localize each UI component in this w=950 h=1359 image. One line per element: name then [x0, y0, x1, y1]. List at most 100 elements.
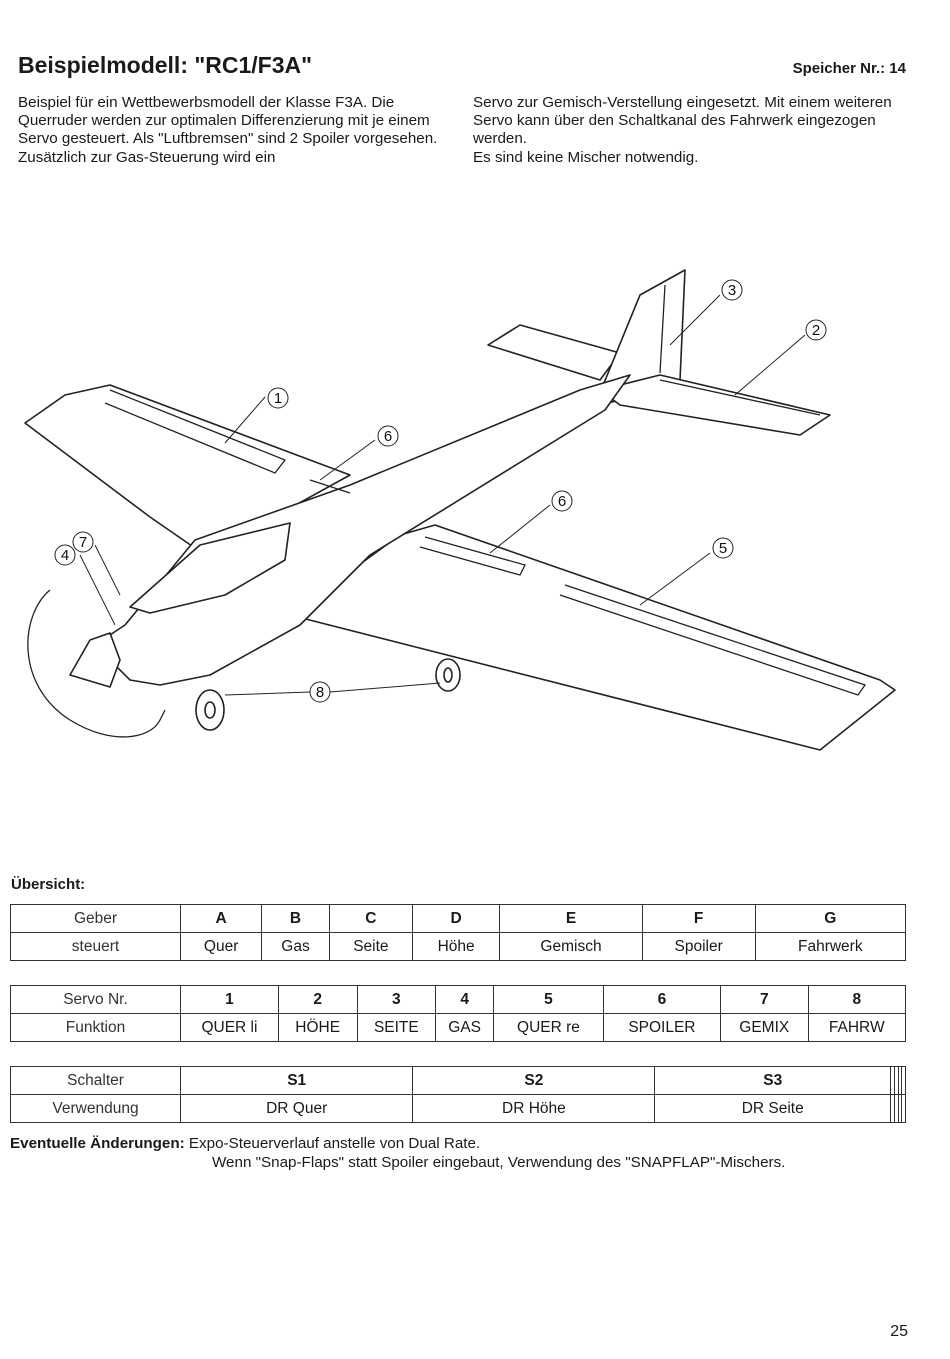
table-cell: S1 [179, 1066, 414, 1095]
callout-2: 2 [805, 319, 827, 341]
table-cell: QUER li [180, 1013, 279, 1042]
page-title: Beispielmodell: "RC1/F3A" [18, 52, 313, 78]
table-cell: DR Quer [179, 1094, 414, 1123]
table-cell: D [412, 904, 501, 933]
callout-6-a: 6 [377, 425, 399, 447]
table-cell: 1 [180, 985, 279, 1014]
callout-4: 4 [54, 544, 76, 566]
svg-text:6: 6 [558, 493, 566, 510]
table-cell: FAHRW [807, 1013, 907, 1042]
row-label: Servo Nr. [10, 985, 181, 1014]
elevator [659, 379, 821, 416]
row-label: Geber [10, 904, 181, 933]
table-cell: G [754, 904, 907, 933]
rudder-line [659, 284, 666, 374]
table-cell: B [261, 904, 330, 933]
table-cell: C [328, 904, 414, 933]
callout-7: 7 [72, 531, 94, 553]
table-cell: DR Höhe [412, 1094, 656, 1123]
left-wheel-hub [204, 701, 216, 719]
right-spoiler [419, 536, 526, 576]
left-spoiler [309, 479, 351, 494]
table-cell: 4 [435, 985, 495, 1014]
servo-table: Servo Nr. 1 2 3 4 5 6 7 8 Funktion QUER … [10, 985, 907, 1042]
callout-5: 5 [712, 537, 734, 559]
table-cell: Gas [261, 932, 330, 961]
right-stabilizer [599, 374, 831, 436]
changes-line-1: Expo-Steuerverlauf anstelle von Dual Rat… [188, 1135, 481, 1152]
table-cell: HÖHE [277, 1013, 358, 1042]
switch-table: Schalter S1 S2 S3 Verwendung DR Quer DR … [10, 1066, 906, 1123]
intro-right-column: Servo zur Gemisch-Verstellung eingesetzt… [473, 94, 913, 167]
svg-text:5: 5 [719, 540, 727, 557]
intro-right-text: Servo zur Gemisch-Verstellung eingesetzt… [473, 94, 892, 148]
fuselage [94, 374, 631, 686]
callout-8: 8 [309, 681, 331, 703]
right-wing [289, 524, 896, 751]
right-wheel-hub [443, 667, 453, 683]
table-cell: 3 [356, 985, 437, 1014]
table-cell: GAS [435, 1013, 495, 1042]
table-cell-empty [901, 1094, 906, 1123]
canopy [129, 522, 291, 614]
airplane-diagram: 1 6 6 5 3 2 4 7 8 [24, 269, 896, 751]
callout-3: 3 [721, 279, 743, 301]
spinner [69, 632, 121, 688]
overview-label: Übersicht: [11, 876, 86, 893]
table-cell: S2 [412, 1066, 656, 1095]
changes-line-2: Wenn "Snap-Flaps" statt Spoiler eingebau… [212, 1153, 786, 1171]
table-cell: 5 [493, 985, 604, 1014]
table-cell: E [499, 904, 643, 933]
left-aileron [104, 389, 287, 474]
changes-heading: Eventuelle Änderungen: [10, 1135, 185, 1152]
svg-text:1: 1 [274, 390, 282, 407]
left-wing [24, 384, 351, 556]
table-cell: SPOILER [602, 1013, 722, 1042]
svg-text:4: 4 [61, 547, 69, 564]
table-cell: GEMIX [720, 1013, 809, 1042]
table-cell: SEITE [356, 1013, 437, 1042]
table-cell: Quer [179, 932, 263, 961]
table-row: steuert Quer Gas Seite Höhe Gemisch Spoi… [10, 932, 907, 961]
memory-number: Speicher Nr.: 14 [792, 60, 906, 77]
table-cell-empty [901, 1066, 906, 1095]
svg-text:6: 6 [384, 428, 392, 445]
callout-1: 1 [267, 387, 289, 409]
callout-6-b: 6 [551, 490, 573, 512]
transmitter-table: Geber A B C D E F G steuert Quer Gas Sei… [10, 904, 907, 961]
table-cell: Fahrwerk [754, 932, 907, 961]
table-cell: 8 [807, 985, 907, 1014]
table-cell: DR Seite [654, 1094, 892, 1123]
table-cell: A [179, 904, 263, 933]
row-label: Schalter [10, 1066, 181, 1095]
intro-left-text: Beispiel für ein Wettbewerbsmodell der K… [18, 94, 438, 166]
table-row: Schalter S1 S2 S3 [10, 1066, 906, 1095]
page-number: 25 [890, 1323, 908, 1340]
table-cell: F [641, 904, 756, 933]
table-row: Funktion QUER li HÖHE SEITE GAS QUER re … [10, 1013, 907, 1042]
table-row: Geber A B C D E F G [10, 904, 907, 933]
svg-text:3: 3 [728, 282, 736, 299]
table-cell: QUER re [493, 1013, 604, 1042]
table-cell: Spoiler [641, 932, 756, 961]
intro-right-note: Es sind keine Mischer notwendig. [473, 148, 699, 166]
row-label: steuert [10, 932, 181, 961]
propeller-arc [27, 589, 166, 738]
table-row: Servo Nr. 1 2 3 4 5 6 7 8 [10, 985, 907, 1014]
table-cell: 6 [602, 985, 722, 1014]
svg-text:8: 8 [316, 684, 324, 701]
left-stabilizer [487, 324, 621, 381]
row-label: Verwendung [10, 1094, 181, 1123]
table-row: Verwendung DR Quer DR Höhe DR Seite [10, 1094, 906, 1123]
intro-left-column: Beispiel für ein Wettbewerbsmodell der K… [18, 94, 453, 167]
table-cell: S3 [654, 1066, 892, 1095]
possible-changes: Eventuelle Änderungen: Expo-Steuerverlau… [10, 1135, 915, 1172]
table-cell: 7 [720, 985, 809, 1014]
table-cell: Gemisch [499, 932, 643, 961]
svg-text:2: 2 [812, 322, 820, 339]
table-cell: Höhe [412, 932, 501, 961]
row-label: Funktion [10, 1013, 181, 1042]
svg-text:7: 7 [79, 534, 87, 551]
right-aileron [559, 584, 867, 696]
table-cell: Seite [328, 932, 414, 961]
